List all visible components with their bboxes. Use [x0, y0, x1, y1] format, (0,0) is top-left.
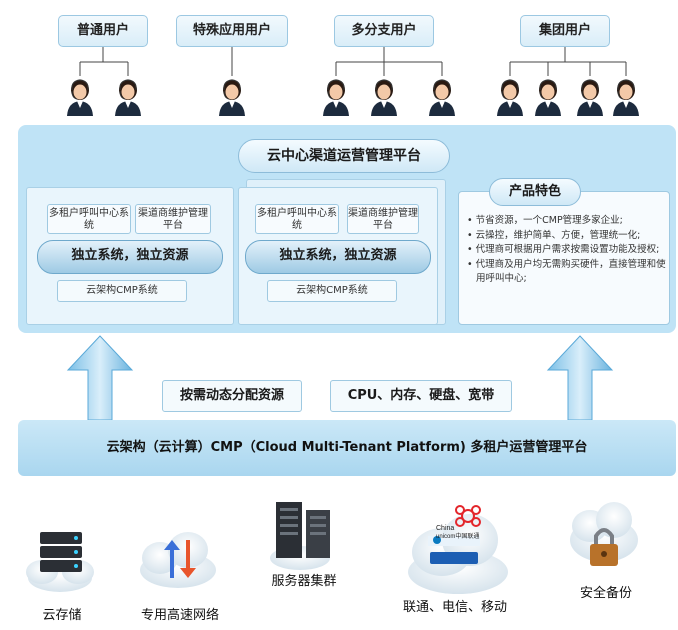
person-icon	[322, 79, 350, 117]
person-icon	[66, 79, 94, 117]
features-list: • 节省资源，一个CMP管理多家企业; • 云操控，维护简单、方便，管理统一化;…	[467, 214, 667, 287]
channel-box: 渠道商维护管理平台	[135, 204, 211, 234]
user-tree-lines	[79, 47, 627, 76]
person-icon	[218, 79, 246, 117]
module-2: 多租户呼叫中心系统 渠道商维护管理平台 独立系统，独立资源 云架构CMP系统	[238, 187, 438, 325]
user-group-regular: 普通用户	[58, 15, 148, 47]
carrier-logos-icon	[408, 505, 508, 594]
features-title: 产品特色	[489, 178, 581, 206]
feature-item: • 云操控，维护简单、方便，管理统一化;	[467, 229, 641, 241]
cmp-platform-bar: 云架构（云计算）CMP（Cloud Multi-Tenant Platform)…	[18, 420, 676, 476]
callcenter-box: 多租户呼叫中心系统	[255, 204, 339, 234]
independent-pill: 独立系统，独立资源	[37, 240, 223, 274]
feature-item: • 代理商可根据用户需求按需设置功能及授权;	[467, 244, 660, 255]
callcenter-box: 多租户呼叫中心系统	[47, 204, 131, 234]
cloud-storage-icon	[26, 532, 94, 592]
unicom-text: unicom中国联通	[436, 532, 479, 540]
dynamic-allocation-box: 按需动态分配资源	[162, 380, 302, 412]
cmp-system-box: 云架构CMP系统	[57, 280, 187, 302]
person-icon	[114, 79, 142, 117]
cmp-system-box: 云架构CMP系统	[267, 280, 397, 302]
person-icon	[612, 79, 640, 117]
server-cluster-icon	[270, 502, 330, 570]
unicom-text: China	[436, 525, 454, 532]
user-avatars	[66, 79, 640, 117]
backup-label: 安全备份	[579, 586, 632, 601]
cloud-storage-label: 云存储	[42, 608, 82, 623]
carriers-label: 联通、电信、移动	[402, 600, 507, 615]
channel-box: 渠道商维护管理平台	[347, 204, 419, 234]
cloud-platform-panel: 云中心渠道运营管理平台 多租户呼叫中心系统 渠道商维护管理平台 独立系统，独立资…	[18, 125, 676, 333]
person-icon	[534, 79, 562, 117]
feature-item: • 节省资源，一个CMP管理多家企业;	[467, 215, 623, 226]
person-icon	[576, 79, 604, 117]
network-cloud-icon	[140, 532, 216, 588]
arrow-up-icon	[546, 335, 614, 420]
features-panel: 产品特色 • 节省资源，一个CMP管理多家企业; • 云操控，维护简单、方便，管…	[458, 178, 670, 325]
upward-arrows	[66, 335, 614, 420]
platform-title: 云中心渠道运营管理平台	[238, 139, 450, 173]
independent-pill: 独立系统，独立资源	[245, 240, 431, 274]
servers-label: 服务器集群	[271, 574, 337, 589]
unicom-logo-icon	[455, 505, 481, 527]
feature-item: • 代理商及用户均无需购买硬件，直接管理和使用呼叫中心;	[467, 258, 666, 285]
user-group-enterprise: 集团用户	[520, 15, 610, 47]
user-group-branch: 多分支用户	[334, 15, 434, 47]
person-icon	[370, 79, 398, 117]
network-label: 专用高速网络	[140, 608, 219, 623]
resources-box: CPU、内存、硬盘、宽带	[330, 380, 512, 412]
person-icon	[428, 79, 456, 117]
security-backup-icon	[570, 502, 638, 566]
module-1: 多租户呼叫中心系统 渠道商维护管理平台 独立系统，独立资源 云架构CMP系统	[26, 187, 234, 325]
person-icon	[496, 79, 524, 117]
infrastructure-icons: China unicom中国联通	[26, 502, 638, 594]
arrow-up-icon	[66, 335, 134, 420]
user-group-special: 特殊应用用户	[176, 15, 288, 47]
